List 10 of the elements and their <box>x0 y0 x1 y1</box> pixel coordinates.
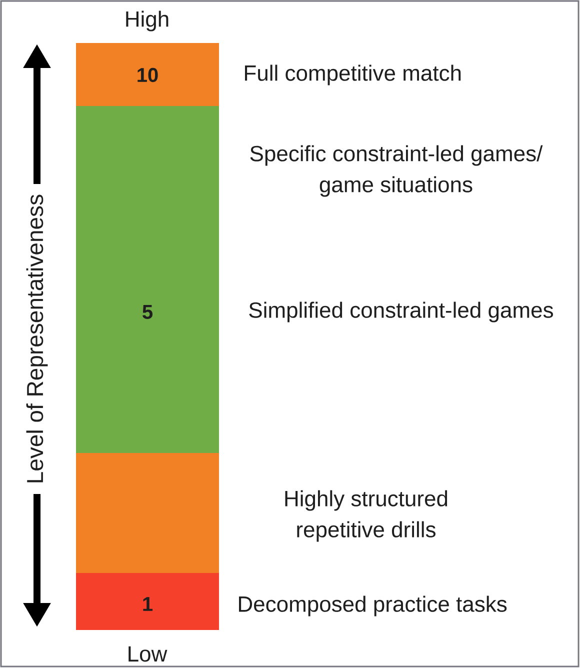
axis-label: Level of Representativeness <box>26 194 48 482</box>
bar-segment: 5 <box>76 106 219 453</box>
level-description: Decomposed practice tasks <box>239 596 507 616</box>
level-description: Full competitive match <box>245 64 461 86</box>
level-description: Specific constraint-led games/ game situations <box>250 145 543 197</box>
bar-segment <box>76 453 219 573</box>
bar-segment: 10 <box>76 43 219 106</box>
level-description: Highly structured repetitive drills <box>285 490 448 542</box>
bar-segment: 1 <box>76 573 219 630</box>
level-description: Simplified constraint-led games <box>249 302 553 322</box>
